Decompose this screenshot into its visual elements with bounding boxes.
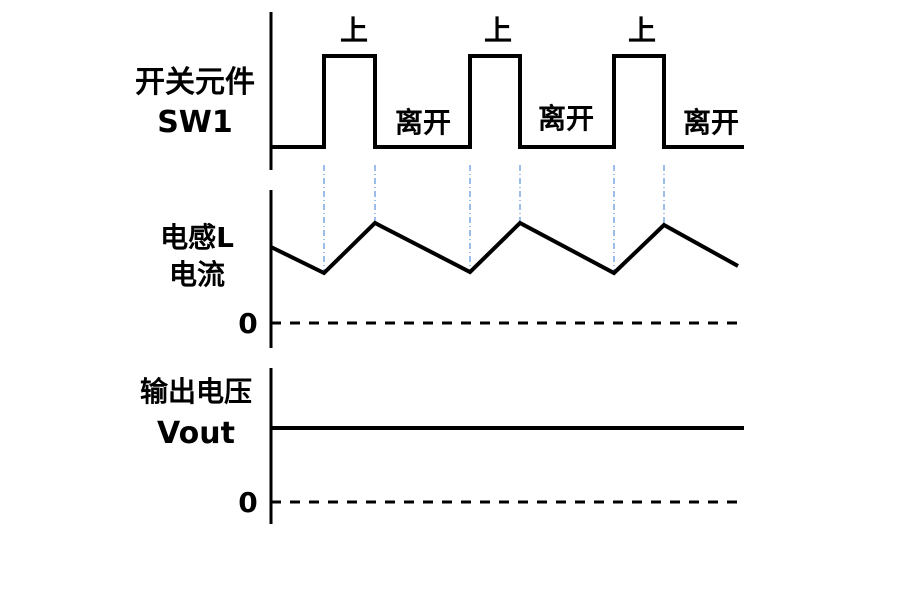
timing-guides xyxy=(323,165,665,272)
switch-on-label-2: 上 xyxy=(484,14,512,47)
switch-off-label-3: 离开 xyxy=(683,106,739,139)
switch-label-line2: SW1 xyxy=(157,105,233,140)
switch-off-label-2: 离开 xyxy=(538,102,594,135)
switch-off-label-1: 离开 xyxy=(395,106,451,139)
switch-label-line1: 开关元件 xyxy=(135,65,255,100)
inductor-current-waveform xyxy=(270,220,739,276)
output-label-line1: 输出电压 xyxy=(140,375,252,408)
switch-panel: 开关元件 SW1 上 上 上 离开 离开 离开 xyxy=(135,12,744,170)
output-label-line2: Vout xyxy=(157,416,235,451)
switch-on-label-3: 上 xyxy=(628,14,656,47)
inductor-panel: 电感L 电流 0 xyxy=(160,190,744,348)
inductor-label-line2: 电流 xyxy=(169,258,225,291)
inductor-zero-label: 0 xyxy=(238,307,257,340)
switch-pulse-waveform xyxy=(271,54,744,149)
inductor-label-line1: 电感L xyxy=(160,221,234,254)
output-zero-label: 0 xyxy=(238,486,257,519)
output-panel: 输出电压 Vout 0 xyxy=(140,368,744,524)
switch-on-label-1: 上 xyxy=(340,14,368,47)
